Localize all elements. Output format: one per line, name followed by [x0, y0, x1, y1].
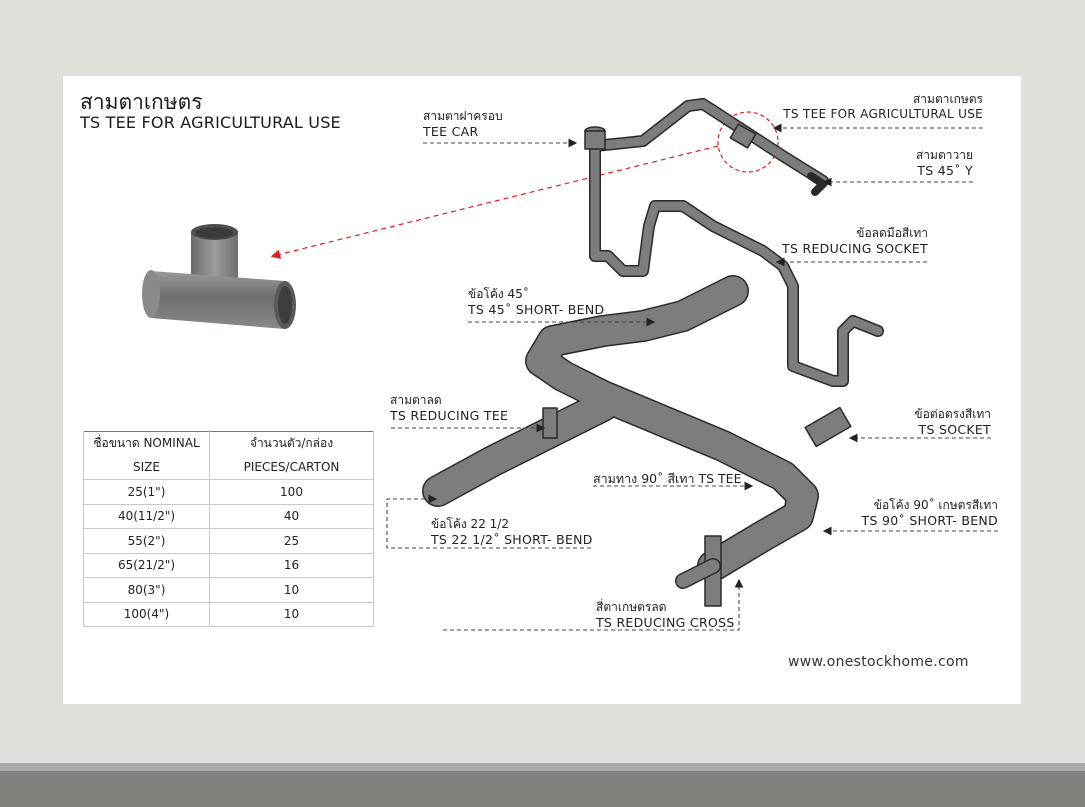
callout-thai: สามตาลด	[390, 393, 442, 407]
cell-pieces: 10	[209, 577, 374, 603]
pipe-assembly-diagram	[142, 98, 998, 631]
callout-ts-45-short-bend: ข้อโค้ง 45˚ TS 45˚ SHORT- BEND	[468, 287, 604, 317]
footer-band-dark	[0, 771, 1085, 807]
cell-size: 55(2")	[83, 528, 210, 554]
callout-thai: ข้อลดมือสีเทา	[856, 226, 928, 240]
callout-tee-car: สามตาฝาครอบ TEE CAR	[423, 109, 503, 139]
website-url: www.onestockhome.com	[788, 654, 969, 670]
callout-thai: สามตาฝาครอบ	[423, 109, 503, 123]
product-title-thai: สามตาเกษตร	[80, 90, 203, 114]
cell-pieces: 40	[209, 503, 374, 529]
callout-ts-45-y: สามตาวาย TS 45˚ Y	[916, 148, 973, 178]
callout-english: TS 45˚ Y	[917, 163, 973, 178]
callout-ts-reducing-tee: สามตาลด TS REDUCING TEE	[390, 393, 508, 423]
callout-thai: ข้อโค้ง 22 1/2	[431, 517, 509, 531]
callout-ts-tee-90: สามทาง 90˚ สีเทา TS TEE	[593, 471, 741, 486]
callout-thai: ข้อต่อตรงสีเทา	[914, 407, 991, 421]
header-size: ชื่อขนาด NOMINAL	[83, 431, 210, 456]
cell-size: 25(1")	[83, 479, 210, 505]
callout-english: TS REDUCING CROSS	[596, 615, 735, 630]
callout-ts-reducing-socket: ข้อลดมือสีเทา TS REDUCING SOCKET	[782, 226, 928, 256]
cell-pieces: 16	[209, 552, 374, 578]
callout-ts-22-short-bend: ข้อโค้ง 22 1/2 TS 22 1/2˚ SHORT- BEND	[431, 517, 593, 547]
callout-thai: สามทาง 90˚ สีเทา	[593, 471, 695, 486]
callout-thai: ข้อโค้ง 45˚	[468, 287, 529, 301]
cell-size: 40(11/2")	[83, 503, 210, 529]
callout-english: TS SOCKET	[918, 422, 991, 437]
highlight-leader-line	[270, 145, 719, 259]
callout-thai: สามตาเกษตร	[912, 92, 983, 106]
callout-english: TS TEE FOR AGRICULTURAL USE	[783, 107, 983, 121]
cell-pieces: 25	[209, 528, 374, 554]
packing-spec-table: ชื่อขนาด NOMINAL จำนวนตัว/กล่อง SIZE PIE…	[83, 431, 374, 627]
callout-thai: สี่ตาเกษตรลด	[596, 600, 667, 614]
callout-ts-90-short-bend: ข้อโค้ง 90˚ เกษตรสีเทา TS 90˚ SHORT- BEN…	[862, 498, 998, 528]
table-header-row: ชื่อขนาด NOMINAL จำนวนตัว/กล่อง	[83, 431, 374, 456]
callout-english: TS 22 1/2˚ SHORT- BEND	[431, 532, 593, 547]
callout-english: TS TEE	[698, 471, 742, 486]
callout-ts-tee-agricultural: สามตาเกษตร TS TEE FOR AGRICULTURAL USE	[783, 92, 983, 122]
table-row: 80(3") 10	[83, 577, 374, 603]
callout-ts-reducing-cross: สี่ตาเกษตรลด TS REDUCING CROSS	[596, 600, 735, 630]
callout-english: TEE CAR	[423, 124, 479, 139]
highlight-circle	[717, 111, 779, 173]
product-title-english: TS TEE FOR AGRICULTURAL USE	[80, 113, 341, 132]
product-card: สามตาเกษตร TS TEE FOR AGRICULTURAL USE	[63, 76, 1021, 704]
cell-pieces: 100	[209, 479, 374, 505]
tee-product-photo	[142, 224, 296, 329]
cell-pieces: 10	[209, 601, 374, 627]
callout-english: TS 45˚ SHORT- BEND	[468, 302, 605, 317]
cell-size: 80(3")	[83, 577, 210, 603]
table-row: 65(21/2") 16	[83, 552, 374, 578]
table-row: 55(2") 25	[83, 528, 374, 554]
cell-size: 65(21/2")	[83, 552, 210, 578]
table-header-row: SIZE PIECES/CARTON	[83, 455, 374, 480]
callout-english: TS REDUCING TEE	[390, 408, 509, 423]
callout-thai: สามตาวาย	[915, 148, 973, 162]
callout-english: TS 90˚ SHORT- BEND	[861, 513, 998, 528]
cell-size: 100(4")	[83, 601, 210, 627]
footer-band-light	[0, 763, 1085, 771]
header-pieces: จำนวนตัว/กล่อง	[209, 431, 374, 456]
header-pieces-line2: PIECES/CARTON	[209, 455, 374, 480]
table-row: 100(4") 10	[83, 601, 374, 627]
callout-thai: ข้อโค้ง 90˚ เกษตรสีเทา	[873, 498, 998, 512]
callout-english: TS REDUCING SOCKET	[782, 241, 928, 256]
pipe-network	[422, 98, 884, 607]
table-row: 40(11/2") 40	[83, 503, 374, 529]
table-row: 25(1") 100	[83, 479, 374, 505]
header-size-line2: SIZE	[83, 455, 210, 480]
callout-ts-socket: ข้อต่อตรงสีเทา TS SOCKET	[914, 407, 991, 437]
callout-leaders	[386, 123, 998, 631]
